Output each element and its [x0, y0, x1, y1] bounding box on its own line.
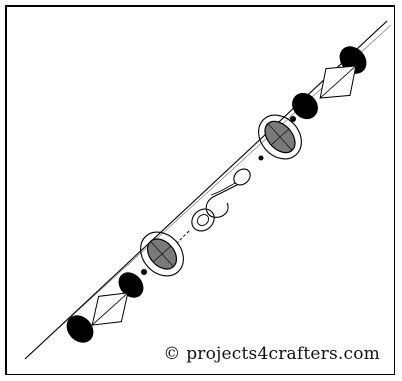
hook-clasp	[206, 185, 237, 217]
clasp-ring	[187, 205, 218, 236]
wire-dash	[177, 231, 189, 243]
illustration-frame: © projects4crafters.com	[5, 5, 395, 375]
black-bead-bottom	[61, 310, 99, 348]
spacer-bead-mid	[259, 156, 264, 161]
beaded-strand-illustration	[7, 7, 395, 375]
gray-bead-lower	[132, 223, 192, 284]
spacer-bead-lower	[141, 269, 147, 275]
jump-ring	[231, 166, 254, 188]
hook-clasp-edge	[211, 183, 235, 195]
copyright-watermark: © projects4crafters.com	[163, 344, 380, 364]
